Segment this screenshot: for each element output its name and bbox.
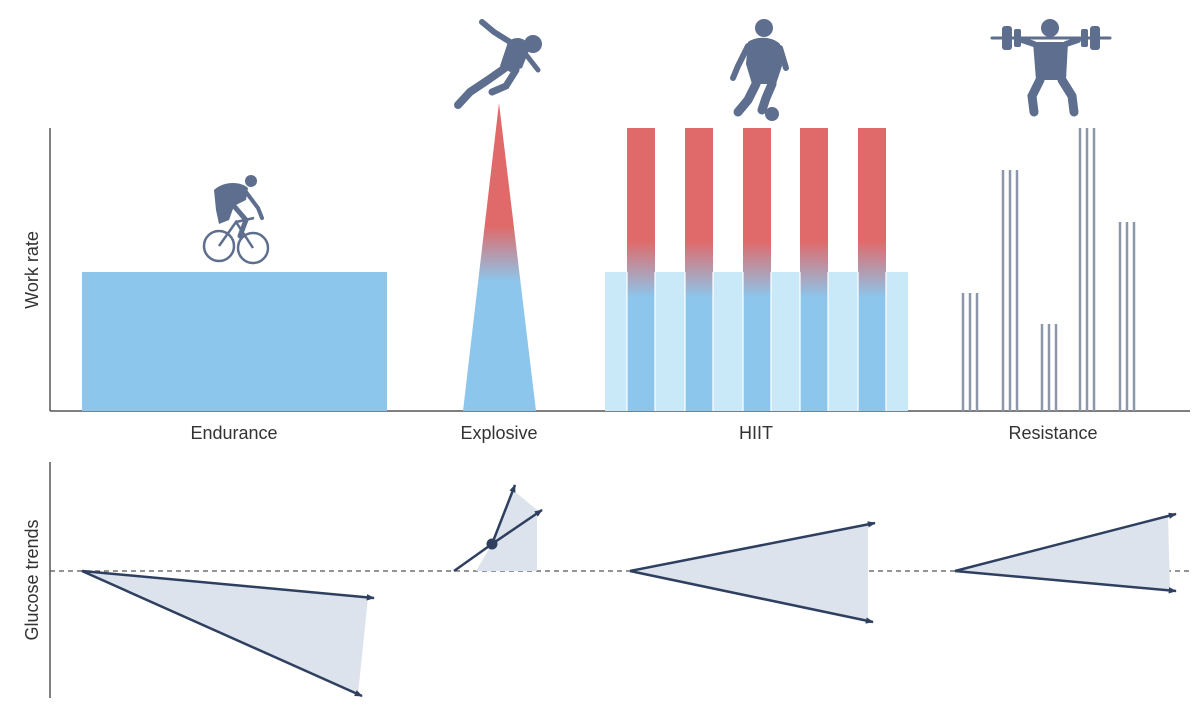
trend-arrow — [629, 569, 874, 624]
trend-arrow — [81, 569, 375, 601]
glucose-axis-label: Glucose trends — [22, 519, 42, 640]
resistance-set — [1118, 222, 1136, 411]
trend-arrow — [81, 569, 363, 698]
explosive-spike — [463, 103, 536, 411]
trend-explosive — [453, 484, 543, 573]
trend-arrow — [629, 521, 876, 573]
glucose-trends-panel: Glucose trends — [22, 462, 1190, 698]
trend-point — [486, 538, 498, 550]
hiit-interval-bar — [685, 128, 713, 411]
hiit-intervals — [605, 128, 908, 411]
trend-arrow — [954, 512, 1177, 573]
weightlifter-icon — [990, 19, 1112, 117]
resistance-set — [1001, 170, 1019, 411]
work-rate-axis-label: Work rate — [22, 231, 42, 309]
cyclist-icon — [202, 175, 270, 265]
endurance-block — [82, 272, 387, 411]
trend-resistance — [954, 512, 1177, 594]
trend-arrow — [453, 542, 493, 573]
trend-arrow — [491, 508, 543, 546]
trend-arrow — [954, 569, 1177, 594]
category-label-explosive: Explosive — [460, 423, 537, 443]
category-label-resistance: Resistance — [1008, 423, 1097, 443]
resistance-set — [961, 293, 979, 411]
hiit-interval-bar — [627, 128, 655, 411]
hiit-interval-bar — [858, 128, 886, 411]
sprinter-icon — [454, 19, 542, 109]
hiit-interval-bar — [800, 128, 828, 411]
hiit-interval-bar — [743, 128, 771, 411]
soccer-player-icon — [730, 19, 789, 121]
resistance-sets — [961, 128, 1136, 411]
category-label-endurance: Endurance — [190, 423, 277, 443]
resistance-set — [1040, 324, 1058, 411]
resistance-set — [1078, 128, 1096, 411]
trend-endurance — [81, 569, 375, 698]
category-label-hiit: HIIT — [739, 423, 773, 443]
trend-hiit — [629, 521, 876, 624]
trend-arrow — [490, 484, 517, 545]
work-rate-panel: Work rate — [22, 19, 1190, 443]
